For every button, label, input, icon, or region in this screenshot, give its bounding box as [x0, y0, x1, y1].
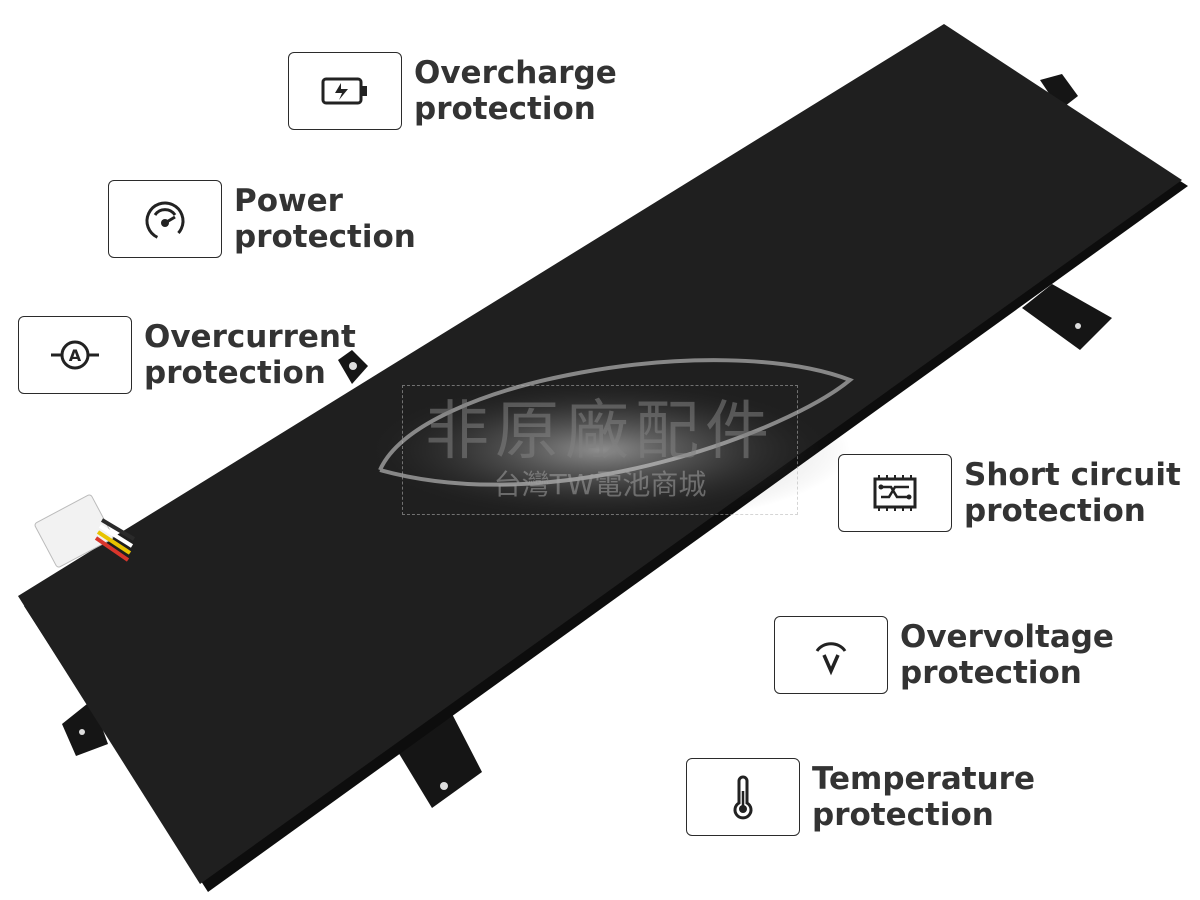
feature-title: Temperature — [812, 761, 1035, 797]
feature-label: Overcurrent protection — [144, 319, 356, 391]
light-reflection-arc — [378, 358, 854, 487]
mounting-tab — [338, 350, 368, 384]
feature-overvoltage: Overvoltage protection — [774, 616, 1114, 694]
feature-title: Overcharge — [414, 55, 617, 91]
feature-subtitle: protection — [414, 91, 596, 127]
feature-label: Temperature protection — [812, 761, 1035, 833]
voltmeter-icon — [815, 642, 847, 676]
feature-title: Overvoltage — [900, 619, 1114, 655]
mounting-tab — [1040, 74, 1078, 110]
mounting-tab — [1022, 284, 1112, 350]
ammeter-icon: A — [51, 340, 99, 370]
feature-subtitle: protection — [234, 219, 416, 255]
battery-charge-icon — [321, 77, 367, 105]
gauge-icon — [145, 201, 185, 241]
thermometer-icon — [733, 775, 753, 820]
feature-title: Overcurrent — [144, 319, 356, 355]
feature-title: Power — [234, 183, 343, 219]
feature-temperature: Temperature protection — [686, 758, 1035, 836]
feature-subtitle: protection — [964, 493, 1146, 529]
feature-power: Power protection — [108, 180, 416, 258]
icon-box — [838, 454, 952, 532]
feature-label: Overcharge protection — [414, 55, 617, 127]
circuit-board-icon — [873, 475, 917, 511]
feature-short-circuit: Short circuit protection — [838, 454, 1181, 532]
feature-overcurrent: A Overcurrent protection — [18, 316, 356, 394]
feature-subtitle: protection — [900, 655, 1082, 691]
feature-subtitle: protection — [812, 797, 994, 833]
icon-box — [686, 758, 800, 836]
feature-label: Power protection — [234, 183, 416, 255]
light-reflection — [350, 375, 850, 525]
icon-box — [108, 180, 222, 258]
svg-text:A: A — [69, 346, 82, 365]
feature-title: Short circuit — [964, 457, 1181, 493]
feature-label: Short circuit protection — [964, 457, 1181, 529]
feature-overcharge: Overcharge protection — [288, 52, 617, 130]
icon-box: A — [18, 316, 132, 394]
icon-box — [288, 52, 402, 130]
battery-connector — [34, 494, 136, 568]
feature-subtitle: protection — [144, 355, 326, 391]
icon-box — [774, 616, 888, 694]
feature-label: Overvoltage protection — [900, 619, 1114, 691]
